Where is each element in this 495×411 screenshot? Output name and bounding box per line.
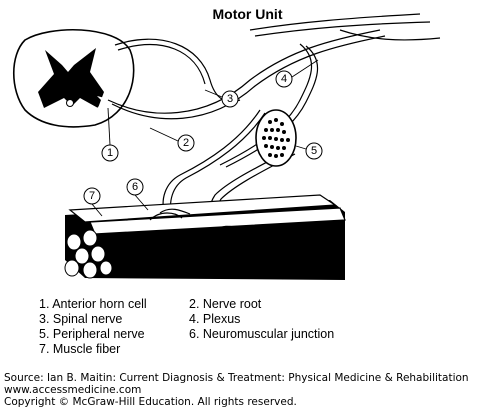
gray-matter-butterfly [38, 48, 104, 108]
marker-5 [305, 142, 323, 160]
marker-3-label: 3 [227, 93, 233, 105]
legend-row: 1. Anterior horn cell 2. Nerve root [39, 297, 339, 312]
legend-row: 5. Peripheral nerve 6. Neuromuscular jun… [39, 327, 339, 342]
source-website: www.accessmedicine.com [4, 384, 142, 396]
source-copyright: Copyright © McGraw-Hill Education. All r… [4, 396, 297, 408]
legend-item-anterior-horn-cell: 1. Anterior horn cell [39, 297, 147, 311]
legend-item-spinal-nerve: 3. Spinal nerve [39, 312, 123, 326]
marker-leaders [91, 59, 319, 217]
spinal-cord-cross-section [12, 28, 135, 128]
legend-item-neuromuscular-junction: 6. Neuromuscular junction [189, 327, 335, 341]
peripheral-nerve-cross-section [255, 109, 297, 167]
legend-row: 3. Spinal nerve 4. Plexus [39, 312, 339, 327]
diagram-title: Motor Unit [212, 6, 283, 22]
marker-7-label: 7 [89, 190, 95, 202]
motor-unit-illustration: 1 2 3 4 5 6 7 [12, 13, 441, 280]
legend-row: 7. Muscle fiber [39, 342, 339, 357]
marker-2 [177, 134, 195, 152]
legend-item-nerve-root: 2. Nerve root [189, 297, 262, 311]
marker-1-label: 1 [107, 147, 113, 159]
marker-3 [221, 90, 239, 108]
marker-6-label: 6 [132, 181, 138, 193]
legend: 1. Anterior horn cell 2. Nerve root 3. S… [39, 297, 339, 357]
muscle-fiber-bundle [64, 194, 346, 280]
marker-4 [275, 70, 293, 88]
anterior-horn-cell-icon [97, 90, 119, 114]
source-credit: Source: Ian B. Maitin: Current Diagnosis… [4, 372, 469, 408]
legend-item-muscle-fiber: 7. Muscle fiber [39, 342, 121, 356]
source-citation: Source: Ian B. Maitin: Current Diagnosis… [4, 372, 469, 384]
marker-4-label: 4 [281, 73, 287, 85]
marker-2-label: 2 [183, 137, 189, 149]
central-canal [66, 99, 74, 107]
marker-5-label: 5 [311, 145, 317, 157]
legend-item-plexus: 4. Plexus [189, 312, 241, 326]
number-markers [83, 70, 323, 205]
legend-item-peripheral-nerve: 5. Peripheral nerve [39, 327, 145, 341]
nerve-fibers [107, 13, 441, 236]
